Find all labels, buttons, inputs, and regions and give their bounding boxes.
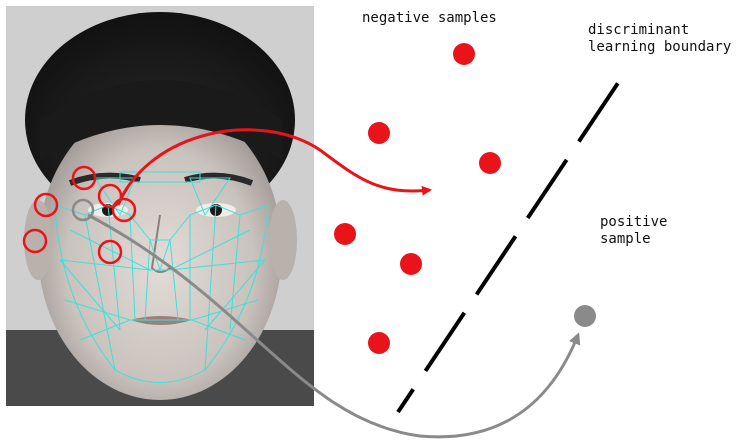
negative-sample [334, 223, 356, 245]
landmark-mesh [54, 171, 269, 383]
right-ear [269, 200, 297, 280]
face-photo [6, 6, 314, 406]
positive-patch-marker [71, 198, 95, 222]
positive-sample-label: positive sample [600, 214, 667, 248]
negative-samples [334, 43, 501, 354]
left-ear [24, 200, 52, 280]
negative-sample [479, 152, 501, 174]
negative-samples-text: negative samples [362, 10, 497, 26]
nose [150, 214, 171, 273]
negative-sample [400, 253, 422, 275]
discriminant-label-line2: learning boundary [588, 39, 732, 55]
discriminant-boundary [396, 78, 622, 414]
positive-arrow [87, 213, 581, 439]
positive-sample [574, 305, 596, 327]
hairline [40, 80, 282, 160]
positive-label-line1: positive [600, 214, 668, 230]
face-skin [38, 100, 282, 400]
discriminant-boundary-label: discriminant learning boundary [588, 22, 731, 56]
negative-sample [368, 122, 390, 144]
discriminant-label-line1: discriminant [588, 22, 690, 38]
negative-arrow [116, 128, 432, 206]
negative-samples-label: negative samples [362, 10, 497, 27]
negative-sample [453, 43, 475, 65]
positive-label-line2: sample [600, 231, 651, 247]
negative-sample [368, 332, 390, 354]
